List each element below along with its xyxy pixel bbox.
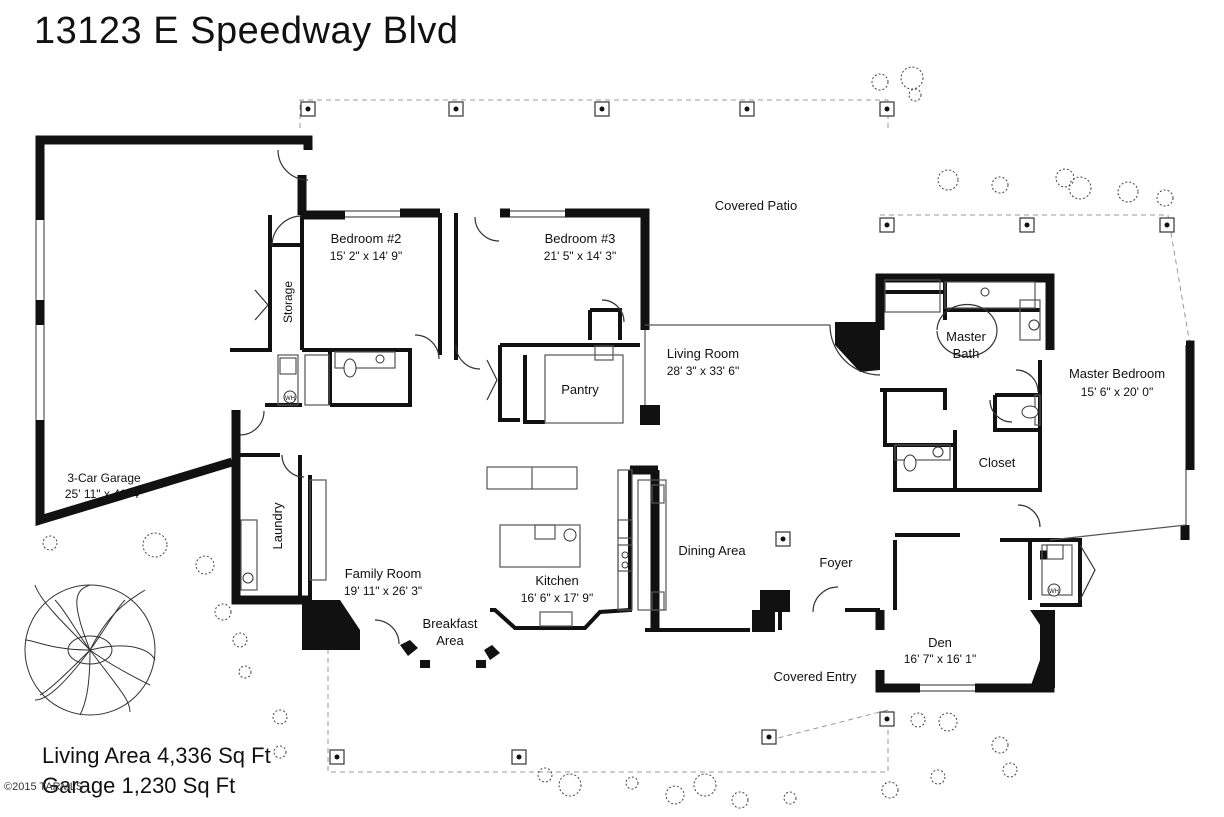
bedroom2-dims: 15' 2" x 14' 9" bbox=[330, 249, 402, 263]
living-area-total: Living Area 4,336 Sq Ft bbox=[42, 743, 271, 768]
bedroom3-label: Bedroom #3 bbox=[545, 231, 616, 246]
breakfast-area-label-2: Area bbox=[436, 633, 464, 648]
foyer-label: Foyer bbox=[819, 555, 853, 570]
door-swings bbox=[239, 149, 1096, 645]
patio-post-dots bbox=[305, 106, 1170, 760]
master-bath-label: Master bbox=[946, 329, 986, 344]
bedroom3-dims: 21' 5" x 14' 3" bbox=[544, 249, 616, 263]
garage-area-total: Garage 1,230 Sq Ft bbox=[42, 773, 236, 798]
storage-label: Storage bbox=[281, 281, 295, 323]
den-dims: 16' 7" x 16' 1" bbox=[904, 652, 976, 666]
garage-dims: 25' 11" x 41' 4" bbox=[65, 487, 143, 501]
fixtures bbox=[242, 287, 1064, 597]
pantry-label: Pantry bbox=[561, 382, 599, 397]
family-room-dims: 19' 11" x 26' 3" bbox=[344, 584, 422, 598]
laundry-label: Laundry bbox=[270, 502, 285, 549]
kitchen-dims: 16' 6" x 17' 9" bbox=[521, 591, 593, 605]
breakfast-area-label: Breakfast bbox=[423, 616, 478, 631]
den-label: Den bbox=[928, 635, 952, 650]
master-bath-label-2: Bath bbox=[953, 346, 980, 361]
dining-area-label: Dining Area bbox=[678, 543, 746, 558]
covered-patio-label: Covered Patio bbox=[715, 198, 797, 213]
living-room-dims: 28' 3" x 33' 6" bbox=[667, 364, 739, 378]
windows-and-counters bbox=[35, 210, 1187, 692]
page-title: 13123 E Speedway Blvd bbox=[34, 10, 459, 52]
water-heater-label: WH bbox=[285, 396, 295, 402]
landscape-shrubs bbox=[42, 66, 1174, 809]
covered-entry-label: Covered Entry bbox=[773, 669, 857, 684]
garage-label: 3-Car Garage bbox=[67, 471, 141, 485]
closet-label: Closet bbox=[979, 455, 1016, 470]
family-room-label: Family Room bbox=[345, 566, 422, 581]
master-bedroom-dims: 15' 6" x 20' 0" bbox=[1081, 385, 1153, 399]
fireplaces bbox=[302, 322, 1055, 688]
master-bedroom-label: Master Bedroom bbox=[1069, 366, 1165, 381]
tree bbox=[24, 584, 156, 716]
water-heater-label-2: WH bbox=[1049, 589, 1059, 595]
exterior-walls bbox=[35, 135, 1195, 693]
copyright-notice: ©2015 TARMLS bbox=[4, 781, 84, 793]
living-room-label: Living Room bbox=[667, 346, 739, 361]
kitchen-label: Kitchen bbox=[535, 573, 578, 588]
bedroom2-label: Bedroom #2 bbox=[331, 231, 402, 246]
